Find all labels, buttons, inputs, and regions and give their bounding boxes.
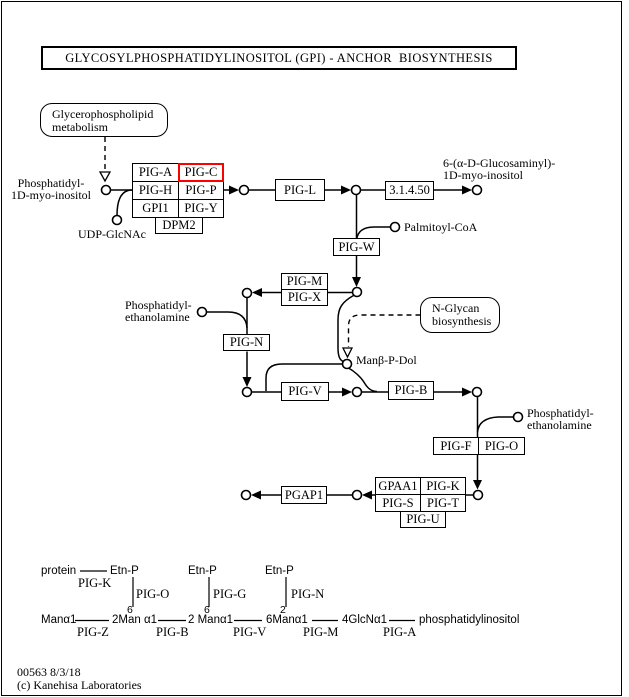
- node-palmitoyl-coa[interactable]: [389, 221, 401, 233]
- compound-label-glucosaminyl-inositol: 6-(α-D-Glucosaminyl)- 1D-myo-inositol: [443, 157, 555, 181]
- enzyme-box-pig-c-highlighted[interactable]: PIG-C: [178, 163, 224, 182]
- structure-link-pig-v: PIG-V: [233, 625, 267, 639]
- enzyme-box-pig-o[interactable]: PIG-O: [478, 437, 525, 455]
- node-intermediate-1[interactable]: [238, 184, 250, 196]
- pathway-link-label: biosynthesis: [432, 314, 492, 328]
- compound-label-line: 1D-myo-inositol: [443, 168, 523, 182]
- enzyme-box-gpaa1[interactable]: GPAA1: [375, 477, 421, 495]
- structure-link-pig-k: PIG-K: [78, 576, 112, 590]
- compound-label-line: Phosphatidyl-: [527, 406, 594, 420]
- compound-label-line: 1D-myo-inositol: [11, 188, 91, 202]
- enzyme-box-pig-v[interactable]: PIG-V: [281, 382, 329, 401]
- dashed-links: [104, 137, 421, 347]
- structure-link-pig-m: PIG-M: [303, 625, 339, 639]
- node-intermediate-8[interactable]: [472, 489, 484, 501]
- node-pe-left[interactable]: [196, 306, 208, 318]
- pathway-link-label: metabolism: [52, 120, 108, 134]
- structure-link-pig-g: PIG-G: [213, 587, 247, 601]
- node-intermediate-2[interactable]: [350, 184, 362, 196]
- node-intermediate-7[interactable]: [471, 386, 483, 398]
- map-id: 00563 8/3/18: [17, 665, 81, 679]
- structure-glcn: 4GlcNα1: [342, 614, 387, 626]
- structure-link-pig-z: PIG-Z: [77, 625, 109, 639]
- structure-link-pig-a: PIG-A: [383, 625, 417, 639]
- structure-link-pig-b: PIG-B: [156, 625, 189, 639]
- structure-protein: protein: [41, 565, 77, 577]
- enzyme-box-pig-p[interactable]: PIG-P: [178, 181, 224, 200]
- pathway-link-label: Glycerophospholipid: [52, 107, 154, 121]
- node-intermediate-4[interactable]: [241, 287, 253, 299]
- structure-phosphatidylinositol: phosphatidylinositol: [419, 614, 520, 626]
- copyright: (c) Kanehisa Laboratories: [17, 678, 142, 692]
- enzyme-box-pig-m[interactable]: PIG-M: [281, 273, 328, 290]
- node-udp-glcnac[interactable]: [111, 214, 123, 226]
- enzyme-box-pig-y[interactable]: PIG-Y: [178, 199, 224, 218]
- structure-etn-p-2: Etn-P: [188, 565, 217, 577]
- enzyme-box-pig-k[interactable]: PIG-K: [420, 477, 466, 495]
- node-man-p-dol[interactable]: [341, 358, 353, 370]
- enzyme-box-pig-s[interactable]: PIG-S: [375, 494, 421, 512]
- node-gpi-anchor-product[interactable]: [240, 489, 252, 501]
- enzyme-box-pig-b[interactable]: PIG-B: [388, 381, 434, 400]
- enzyme-box-pig-t[interactable]: PIG-T: [420, 494, 466, 512]
- structure-etn-p-3: Etn-P: [265, 565, 294, 577]
- structure-linkage-6a: 6: [127, 604, 133, 616]
- enzyme-box-pig-f[interactable]: PIG-F: [433, 437, 479, 455]
- map-footer: 00563 8/3/18 (c) Kanehisa Laboratories: [17, 666, 142, 692]
- enzyme-box-dpm2[interactable]: DPM2: [155, 217, 203, 234]
- enzyme-box-pgap1[interactable]: PGAP1: [281, 486, 327, 504]
- compound-label-phosphatidyl-inositol: Phosphatidyl- 1D-myo-inositol: [2, 177, 100, 201]
- compound-label-man-p-dol: Manβ-P-Dol: [356, 353, 417, 367]
- node-intermediate-3[interactable]: [351, 286, 363, 298]
- enzyme-box-pig-h[interactable]: PIG-H: [132, 181, 179, 200]
- node-intermediate-5[interactable]: [241, 386, 253, 398]
- compound-nodes: [100, 184, 524, 501]
- map-title: GLYCOSYLPHOSPHATIDYLINOSITOL (GPI) - ANC…: [41, 46, 517, 70]
- open-arrowheads: [98, 171, 354, 359]
- structure-man-1: Manα1: [41, 614, 77, 626]
- reaction-lines: [110, 189, 514, 496]
- pathway-link-label: N-Glycan: [432, 301, 480, 315]
- node-phosphatidyl-1d-myo-inositol[interactable]: [100, 184, 112, 196]
- structure-linkage-2: 2: [280, 604, 286, 616]
- compound-label-pe-left: Phosphatidyl- ethanolamine: [125, 299, 192, 323]
- structure-man-4: 6Manα1: [266, 614, 308, 626]
- structure-man-2: 2Man α1: [112, 614, 158, 626]
- compound-label-line: 6-(α-D-Glucosaminyl)-: [443, 156, 556, 170]
- node-pe-right[interactable]: [512, 411, 524, 423]
- compound-label-line: Phosphatidyl-: [125, 298, 192, 312]
- enzyme-box-pig-l[interactable]: PIG-L: [275, 179, 325, 201]
- compound-label-pe-right: Phosphatidyl- ethanolamine: [527, 407, 594, 431]
- structure-lines: [75, 570, 415, 622]
- enzyme-box-pig-u[interactable]: PIG-U: [400, 511, 446, 528]
- structure-link-pig-o: PIG-O: [136, 587, 170, 601]
- structure-link-pig-n: PIG-N: [291, 587, 325, 601]
- arrowheads: [229, 185, 482, 500]
- enzyme-box-pig-x[interactable]: PIG-X: [281, 289, 328, 306]
- enzyme-box-gpi1[interactable]: GPI1: [132, 199, 179, 218]
- compound-label-line: ethanolamine: [125, 310, 190, 324]
- enzyme-box-pig-n[interactable]: PIG-N: [223, 334, 270, 351]
- compound-label-line: Phosphatidyl-: [17, 176, 85, 190]
- structure-etn-p-1: Etn-P: [110, 565, 139, 577]
- node-intermediate-9[interactable]: [351, 489, 363, 501]
- node-glucosaminyl-inositol[interactable]: [471, 184, 483, 196]
- node-intermediate-6[interactable]: [351, 386, 363, 398]
- compound-label-palmitoyl-coa: Palmitoyl-CoA: [404, 220, 478, 234]
- structure-man-3: 2 Manα1: [188, 614, 234, 626]
- compound-label-udp-glcnac: UDP-GlcNAc: [78, 227, 146, 241]
- pathway-link-n-glycan[interactable]: N-Glycan biosynthesis: [420, 297, 500, 333]
- compound-label-line: ethanolamine: [527, 418, 592, 432]
- pathway-link-glycerophospholipid[interactable]: Glycerophospholipid metabolism: [40, 103, 168, 137]
- enzyme-box-pig-a[interactable]: PIG-A: [132, 163, 179, 182]
- structure-linkage-6b: 6: [204, 604, 210, 616]
- enzyme-box-pig-w[interactable]: PIG-W: [333, 238, 380, 256]
- enzyme-box-3-1-4-50[interactable]: 3.1.4.50: [385, 181, 434, 200]
